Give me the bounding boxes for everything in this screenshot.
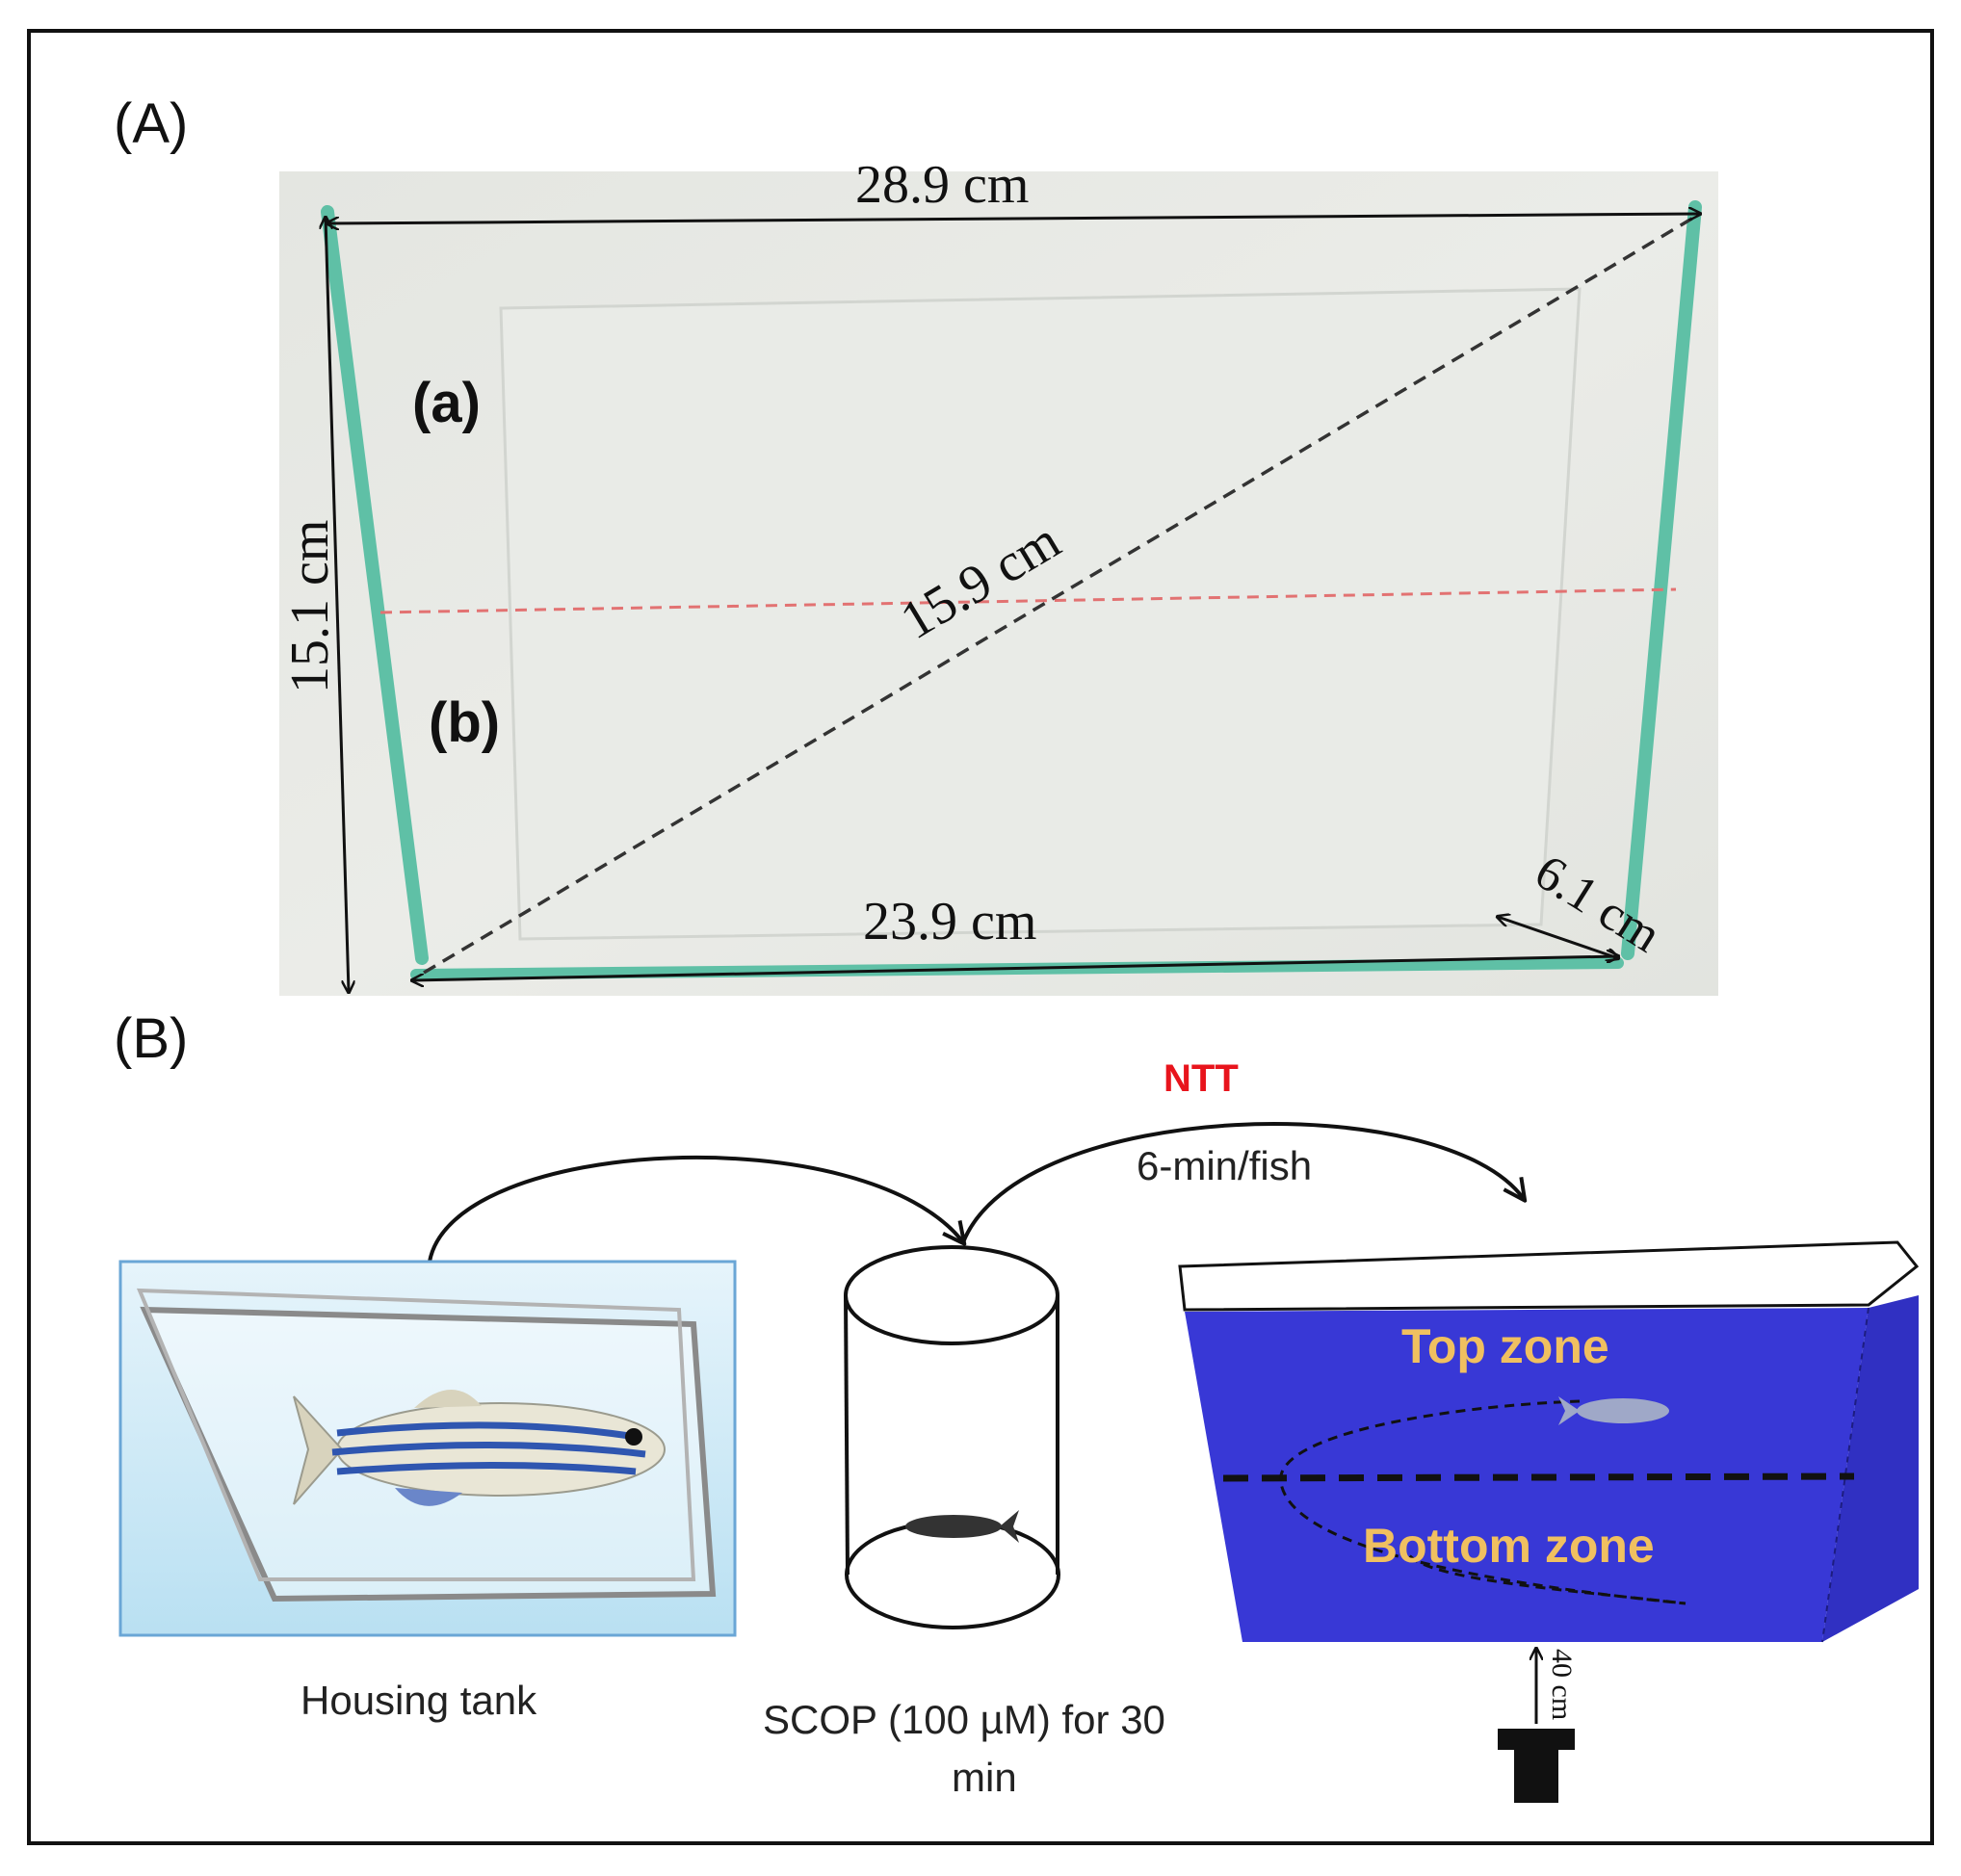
treated-fish-tail: [1000, 1510, 1019, 1543]
tank-right-edge: [1621, 200, 1702, 960]
camera-body: [1498, 1729, 1575, 1750]
test-tank-top-face: [1178, 1240, 1920, 1312]
region-a-label: (a): [412, 372, 481, 434]
camera-lens: [1514, 1750, 1558, 1803]
zebrafish-stripe-3: [336, 1462, 637, 1475]
beaker-left-wall: [844, 1294, 850, 1576]
region-b-label: (b): [429, 691, 500, 754]
test-tank-corner-edge: [1821, 1307, 1869, 1643]
test-fish-icon: [1558, 1396, 1669, 1425]
treated-fish-body: [905, 1515, 1002, 1538]
zone-divider-line: [379, 587, 1677, 614]
treatment-caption-line1: SCOP (100 µM) for 30: [763, 1697, 1165, 1742]
bottom-width-arrow: [412, 956, 1618, 980]
top-width-label: 28.9 cm: [855, 155, 1029, 215]
top-width-arrow: [327, 214, 1700, 223]
treatment-beaker: [844, 1245, 1060, 1629]
height-label: 15.1 cm: [280, 520, 340, 693]
zebrafish-dorsal-fin: [414, 1389, 482, 1408]
bottom-width-label: 23.9 cm: [863, 892, 1036, 951]
zebrafish-eye: [625, 1428, 642, 1446]
glass-inner-panel: [499, 287, 1582, 941]
zebrafish-anal-fin: [395, 1488, 462, 1506]
housing-tank-back-frame: [136, 1288, 696, 1581]
panel-b-label: (B): [114, 1007, 188, 1070]
test-fish-tail: [1558, 1396, 1580, 1425]
zebrafish-stripe-1: [336, 1421, 637, 1441]
swim-path: [1279, 1399, 1686, 1605]
camera-distance-label: 40 cm: [1546, 1649, 1578, 1720]
zone-divider: [1222, 1472, 1855, 1482]
tank-photo: [279, 171, 1718, 996]
test-fish-body: [1577, 1398, 1669, 1423]
test-tank-water-front: [1185, 1308, 1869, 1642]
zebrafish-icon: [293, 1389, 666, 1506]
beaker-top-rim: [844, 1245, 1059, 1345]
novel-test-tank: [1178, 1240, 1920, 1643]
housing-to-treatment-arrow: [428, 1156, 963, 1263]
top-zone-label: Top zone: [1401, 1319, 1609, 1373]
test-duration-label: 6-min/fish: [1137, 1143, 1312, 1188]
treatment-caption-line2: min: [952, 1755, 1017, 1800]
test-tank-water-side: [1822, 1295, 1919, 1642]
height-arrow: [326, 218, 349, 992]
housing-tank-illustration: [118, 1260, 737, 1637]
depth-arrow: [1498, 917, 1618, 958]
treated-fish-icon: [905, 1510, 1019, 1543]
zebrafish-stripe-2: [331, 1441, 646, 1458]
test-name-label: NTT: [1164, 1057, 1239, 1100]
panel-a-label: (A): [114, 92, 188, 155]
camera-icon: [1498, 1729, 1575, 1803]
zebrafish-tail: [293, 1395, 344, 1505]
treatment-to-test-arrow: [961, 1122, 1524, 1243]
diagonal-dashed-line: [423, 212, 1701, 975]
bottom-zone-label: Bottom zone: [1363, 1519, 1655, 1573]
housing-tank-caption: Housing tank: [301, 1678, 537, 1723]
